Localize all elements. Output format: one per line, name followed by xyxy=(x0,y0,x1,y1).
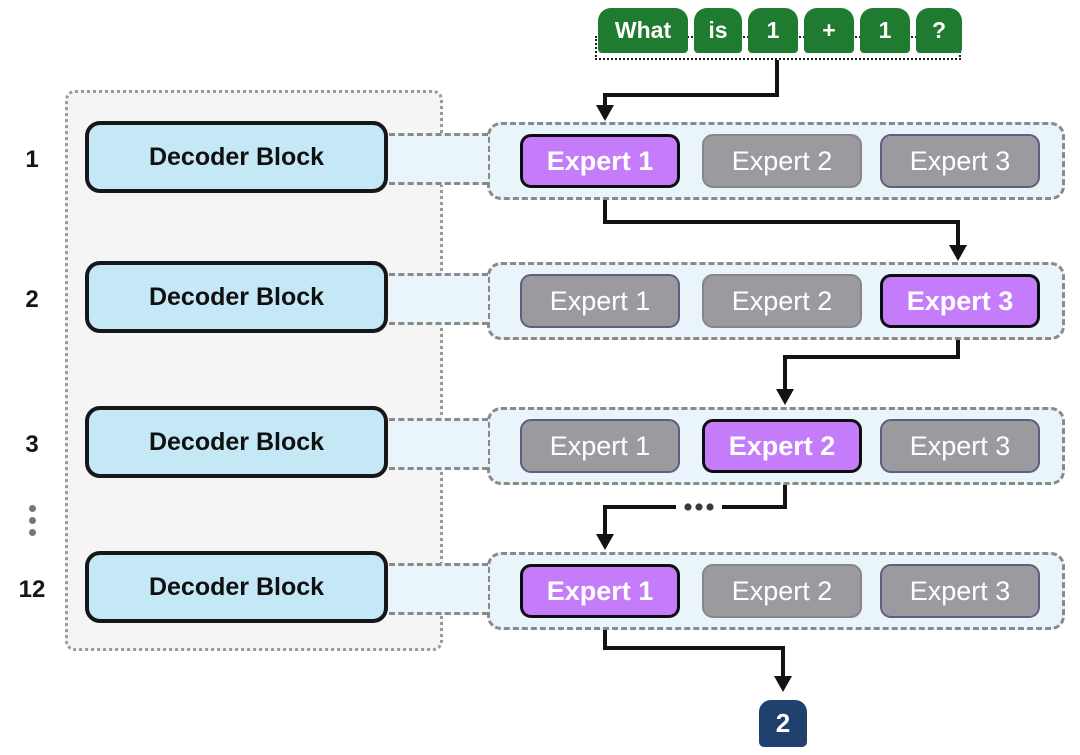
arrowhead-icon xyxy=(596,534,614,550)
decoder-experts-connector xyxy=(389,133,488,185)
arrow-expert1-to-output xyxy=(603,630,785,677)
expert-row: Expert 1 Expert 2 Expert 3 xyxy=(487,407,1065,485)
layer-number: 3 xyxy=(25,431,39,458)
vertical-ellipsis-icon xyxy=(29,500,37,541)
expert-row: Expert 1 Expert 2 Expert 3 xyxy=(487,552,1065,630)
decoder-experts-connector xyxy=(389,418,488,470)
expert-box: Expert 2 xyxy=(702,564,862,618)
expert-row: Expert 1 Expert 2 Expert 3 xyxy=(487,262,1065,340)
input-token: + xyxy=(804,8,854,53)
expert-box: Expert 2 xyxy=(702,134,862,188)
arrowhead-icon xyxy=(949,245,967,261)
expert-box: Expert 3 xyxy=(880,134,1040,188)
arrow-expert2-skip-segment-a xyxy=(722,485,787,509)
expert-box: Expert 1 xyxy=(520,274,680,328)
arrowhead-icon xyxy=(774,676,792,692)
expert-box: Expert 3 xyxy=(880,564,1040,618)
arrowhead-icon xyxy=(596,105,614,121)
arrow-expert3-to-expert2 xyxy=(783,340,960,390)
layer-number: 12 xyxy=(18,576,46,603)
decoder-experts-connector xyxy=(389,273,488,325)
skip-ellipsis-icon xyxy=(684,503,714,511)
decoder-block: Decoder Block xyxy=(85,406,388,478)
output-token: 2 xyxy=(759,700,807,747)
expert-box: Expert 3 xyxy=(880,419,1040,473)
expert-box: Expert 1 xyxy=(520,419,680,473)
layer-number: 1 xyxy=(25,146,39,173)
expert-box: Expert 2 xyxy=(702,419,862,473)
decoder-experts-connector xyxy=(389,563,488,615)
expert-box: Expert 1 xyxy=(520,134,680,188)
arrowhead-icon xyxy=(776,389,794,405)
arrow-skip-segment-b-to-expert1 xyxy=(603,505,676,535)
expert-row: Expert 1 Expert 2 Expert 3 xyxy=(487,122,1065,200)
arrow-input-to-expert1 xyxy=(603,60,779,106)
expert-box: Expert 2 xyxy=(702,274,862,328)
decoder-block: Decoder Block xyxy=(85,261,388,333)
input-token: ? xyxy=(916,8,962,53)
decoder-block: Decoder Block xyxy=(85,551,388,623)
decoder-block: Decoder Block xyxy=(85,121,388,193)
arrow-expert1-to-expert3 xyxy=(603,200,960,246)
input-token: is xyxy=(694,8,742,53)
input-token: 1 xyxy=(748,8,798,53)
input-token: What xyxy=(598,8,688,53)
expert-box: Expert 3 xyxy=(880,274,1040,328)
layer-number: 2 xyxy=(25,286,39,313)
expert-box: Expert 1 xyxy=(520,564,680,618)
input-token: 1 xyxy=(860,8,910,53)
